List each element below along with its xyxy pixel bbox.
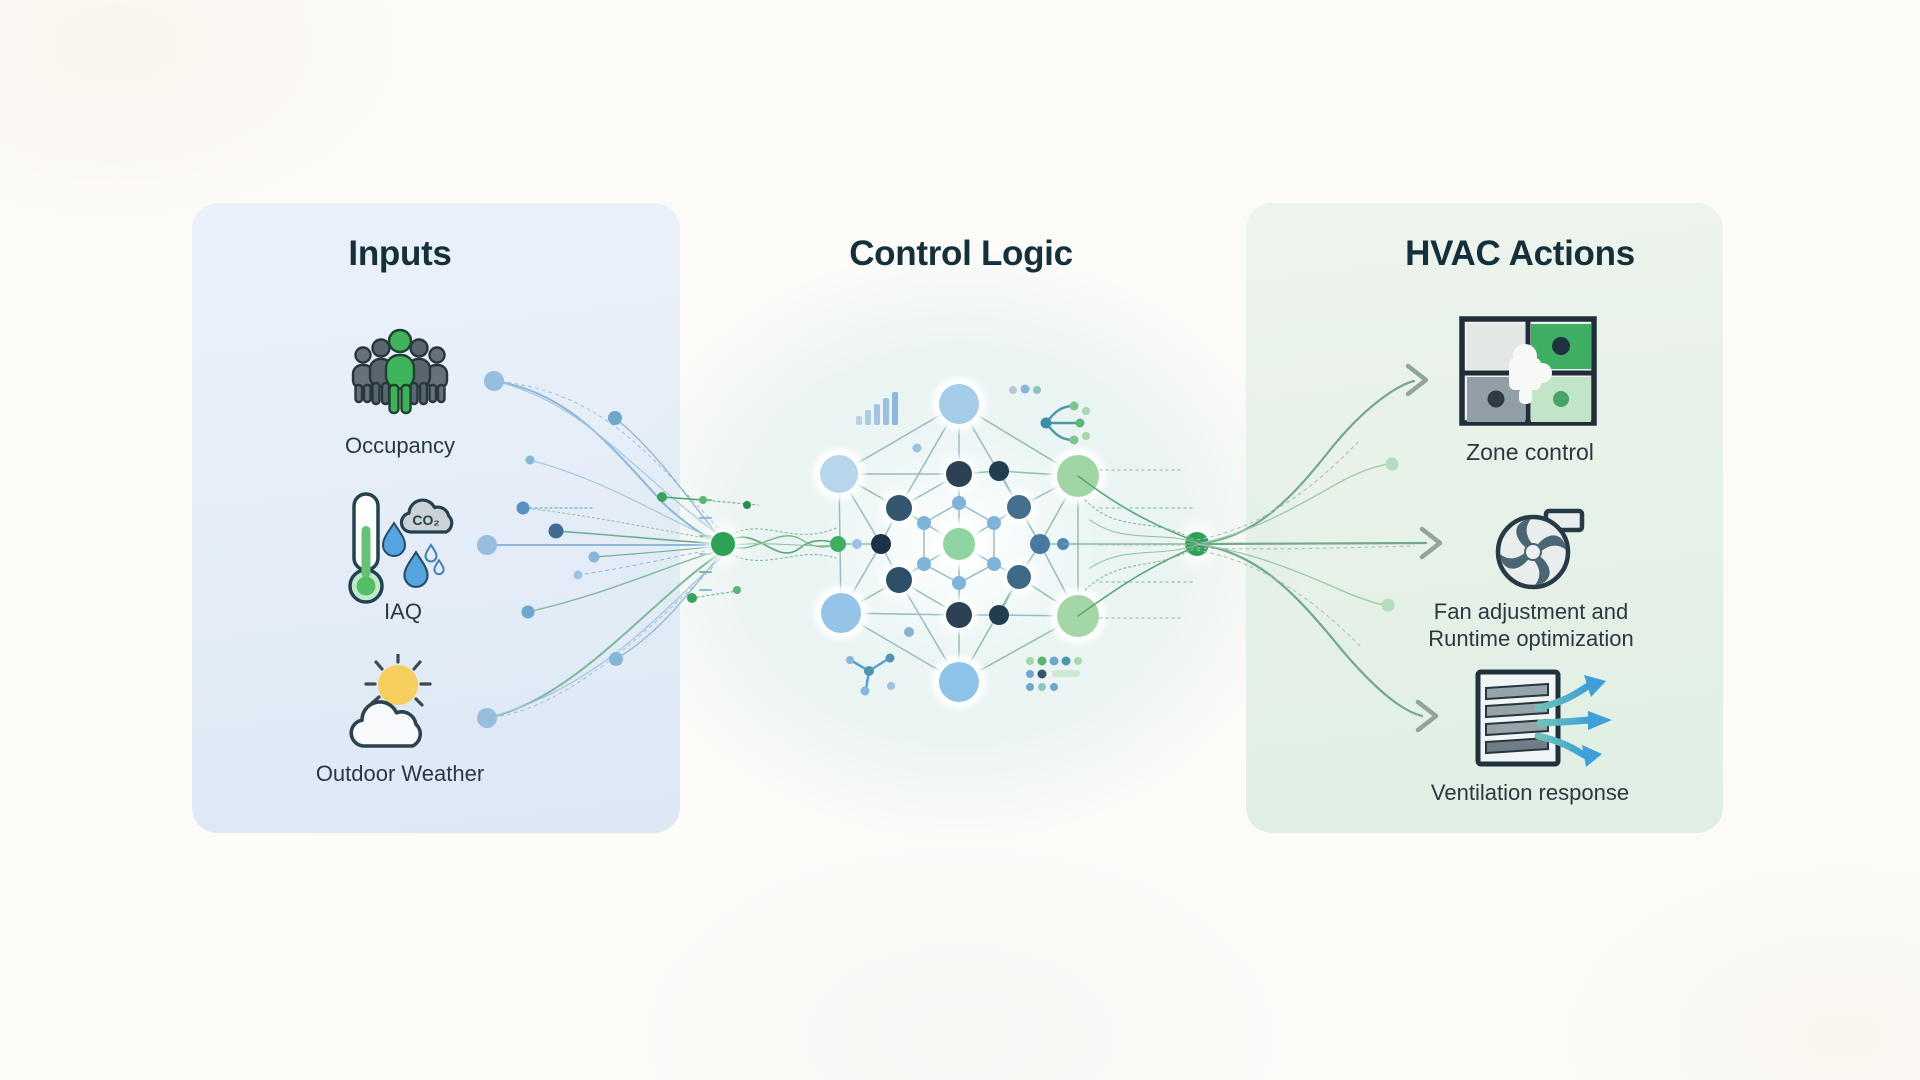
thermometer-icon — [348, 492, 384, 604]
zone-floorplan-puzzle-icon — [1459, 316, 1597, 426]
control-logic-title: Control Logic — [849, 234, 1073, 273]
louver-slats — [1485, 682, 1549, 755]
right-gap-flow-lines — [1062, 469, 1198, 619]
fan-adjustment-label: Fan adjustment and Runtime optimization — [1400, 598, 1662, 652]
iaq-label: IAQ — [384, 599, 422, 624]
occupancy-people-icon — [351, 328, 449, 415]
sun-cloud-icon — [349, 654, 432, 748]
sun-icon — [364, 654, 432, 707]
branch-decoration-top-right — [1040, 401, 1090, 445]
neural-network-graphic — [813, 377, 1106, 709]
dots-decoration-top — [1009, 384, 1041, 394]
occupancy-label: Occupancy — [344, 433, 456, 458]
network-edges — [838, 403, 1079, 683]
iaq-thermometer-co2-droplets-icon: CO₂ — [348, 492, 454, 604]
control-logic-glow — [614, 245, 1304, 845]
fan-adjustment-label-line2: Runtime optimization — [1428, 626, 1634, 651]
right-convergence-node — [1178, 525, 1216, 563]
branch-decoration-bottom-left — [846, 653, 895, 696]
cloud-icon — [349, 700, 423, 748]
fan-blades — [1500, 519, 1566, 585]
co2-cloud-icon: CO₂ — [399, 498, 454, 534]
left-convergence-node — [704, 525, 742, 563]
dot-matrix-decoration — [1026, 656, 1082, 691]
water-droplets-icon — [381, 521, 445, 588]
fan-blower-icon — [1495, 508, 1585, 590]
fan-adjustment-label-line1: Fan adjustment and — [1433, 599, 1629, 624]
inputs-title: Inputs — [348, 234, 452, 273]
bar-chart-decoration — [856, 392, 898, 425]
vent-louver-airflow-icon — [1475, 669, 1612, 767]
left-gap-flow-lines — [661, 496, 839, 599]
airflow-arrows — [1534, 675, 1612, 767]
puzzle-piece — [1509, 344, 1552, 404]
co2-text: CO₂ — [412, 512, 439, 528]
ventilation-response-label: Ventilation response — [1430, 780, 1630, 805]
network-nodes — [820, 384, 1099, 702]
outdoor-weather-label: Outdoor Weather — [315, 761, 485, 786]
zone-control-label: Zone control — [1466, 439, 1594, 465]
network-node-halos — [813, 377, 1106, 709]
hvac-actions-title: HVAC Actions — [1405, 234, 1635, 273]
